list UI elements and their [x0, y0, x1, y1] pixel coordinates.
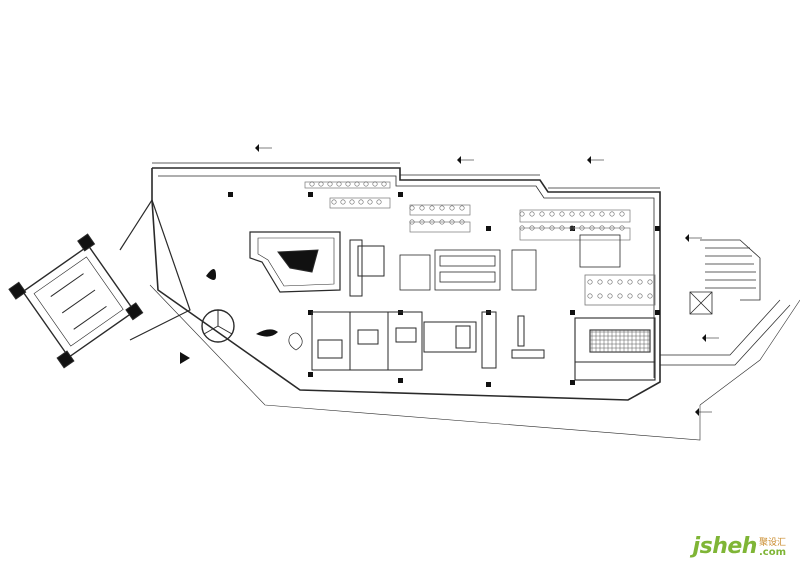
chair-mark [637, 279, 643, 285]
chair-mark [354, 181, 360, 187]
sculpture-1 [206, 269, 216, 280]
chair-mark [309, 181, 315, 187]
chair-mark [449, 205, 455, 211]
sculpture-2 [256, 329, 278, 337]
site-watermark: jsheh 聚设汇 .com [693, 536, 786, 558]
chair-mark [519, 211, 525, 217]
level-markers [258, 147, 719, 413]
site-boundary-2 [699, 299, 800, 406]
watermark-cn: 聚设汇 [758, 538, 786, 548]
chair-mark [579, 211, 585, 217]
chair-mark [539, 211, 545, 217]
chair-mark [589, 211, 595, 217]
chair-mark [409, 205, 415, 211]
top-dining [304, 181, 631, 241]
north-arrow [180, 352, 190, 364]
counter [481, 311, 497, 369]
left-wing-link [119, 198, 191, 341]
chair-mark [345, 181, 351, 187]
chair-mark [559, 225, 565, 231]
watermark-com: .com [758, 547, 786, 558]
chair-mark [599, 225, 605, 231]
chair-mark [327, 181, 333, 187]
chair-mark [619, 211, 625, 217]
plaza-roundabout [201, 309, 235, 343]
chair-mark [372, 181, 378, 187]
chair-mark [449, 219, 455, 225]
dining-chairs [309, 181, 653, 299]
chair-mark [349, 199, 355, 205]
site-boundary [149, 284, 701, 441]
chair-mark [627, 293, 633, 299]
chair-mark [529, 211, 535, 217]
watermark-main: jsheh [692, 534, 758, 559]
chair-mark [587, 279, 593, 285]
chair-mark [367, 199, 373, 205]
watermark-side: 聚设汇 .com [759, 539, 786, 558]
kitchen [574, 317, 656, 381]
chair-mark [599, 211, 605, 217]
chair-mark [429, 219, 435, 225]
chair-mark [429, 205, 435, 211]
chair-mark [419, 205, 425, 211]
chair-mark [340, 199, 346, 205]
chair-mark [519, 225, 525, 231]
chair-mark [318, 181, 324, 187]
long-bench [349, 239, 363, 297]
chair-mark [363, 181, 369, 187]
chair-mark [559, 211, 565, 217]
chair-mark [619, 225, 625, 231]
chair-mark [579, 225, 585, 231]
chair-mark [409, 219, 415, 225]
chair-mark [647, 279, 653, 285]
chair-mark [539, 225, 545, 231]
chair-mark [607, 279, 613, 285]
chair-mark [529, 225, 535, 231]
chair-mark [549, 211, 555, 217]
lounge [399, 234, 656, 306]
right-stair [689, 239, 761, 315]
chair-mark [589, 225, 595, 231]
chair-mark [617, 279, 623, 285]
chair-mark [569, 225, 575, 231]
counter-3 [517, 315, 525, 347]
booth [357, 245, 385, 277]
chair-mark [647, 293, 653, 299]
chair-mark [358, 199, 364, 205]
chair-mark [597, 293, 603, 299]
right-ramp [660, 299, 781, 356]
chair-mark [617, 293, 623, 299]
chair-mark [597, 279, 603, 285]
right-ramp-2 [660, 304, 791, 366]
chair-mark [439, 219, 445, 225]
chair-mark [336, 181, 342, 187]
chair-mark [549, 225, 555, 231]
exterior-wall [151, 167, 661, 401]
chair-mark [459, 205, 465, 211]
chair-mark [607, 293, 613, 299]
chair-mark [587, 293, 593, 299]
left-wing [8, 233, 144, 369]
chair-mark [609, 211, 615, 217]
inner-wall [158, 175, 655, 378]
chair-mark [419, 219, 425, 225]
chair-mark [459, 219, 465, 225]
chair-mark [637, 293, 643, 299]
central-island [249, 231, 341, 293]
chair-mark [439, 205, 445, 211]
chair-mark [609, 225, 615, 231]
chair-mark [627, 279, 633, 285]
chair-mark [331, 199, 337, 205]
chair-mark [381, 181, 387, 187]
chair-mark [569, 211, 575, 217]
chair-mark [376, 199, 382, 205]
sculpture-3 [288, 332, 303, 351]
service-core [311, 311, 477, 371]
counter-2 [511, 349, 545, 359]
